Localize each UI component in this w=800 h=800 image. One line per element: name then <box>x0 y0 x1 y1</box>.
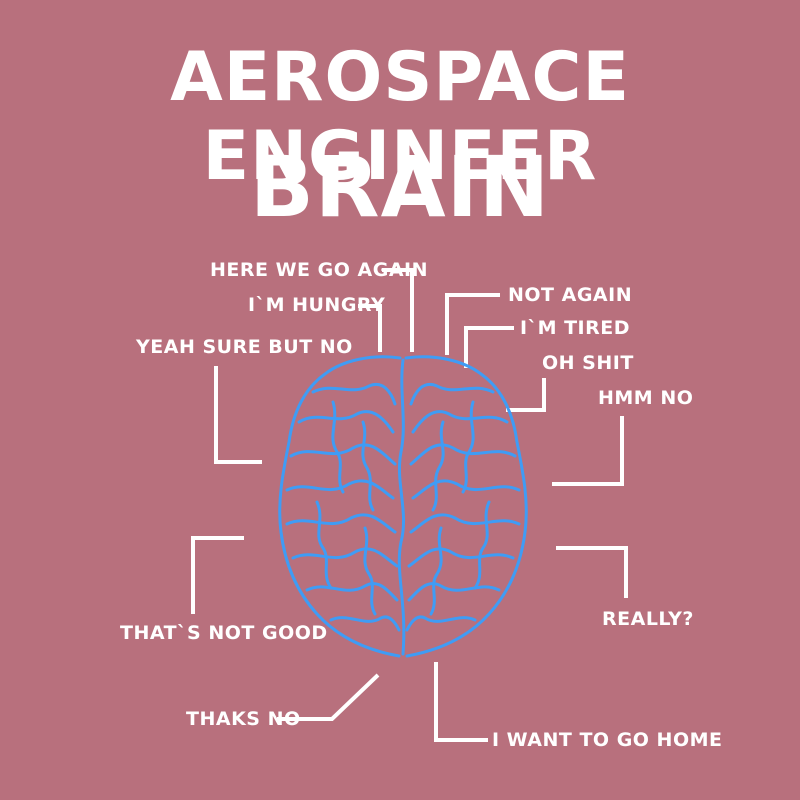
connector-im-hungry <box>358 304 382 352</box>
label-really: REALLY? <box>602 608 694 630</box>
label-im-tired: I`M TIRED <box>520 317 631 339</box>
connector-really <box>556 546 628 598</box>
brain-icon <box>278 355 528 658</box>
connector-go-home <box>434 662 488 742</box>
label-thats-not-good: THAT`S NOT GOOD <box>120 622 328 644</box>
connector-thats-not-good <box>191 536 244 614</box>
title-line-1: AEROSPACE ENGINEER <box>170 38 630 196</box>
connector-hmm-no <box>552 416 624 486</box>
label-i-want-to-go-home: I WANT TO GO HOME <box>492 729 723 751</box>
connector-thaks-no <box>277 673 380 721</box>
connector-im-tired <box>464 326 514 368</box>
connector-oh-shit <box>506 378 546 412</box>
connector-yeah-sure <box>214 366 262 464</box>
label-thaks-no: THAKS NO <box>186 708 301 730</box>
label-here-we-go-again: HERE WE GO AGAIN <box>210 259 428 281</box>
label-im-hungry: I`M HUNGRY <box>248 294 386 316</box>
label-hmm-no: HMM NO <box>598 387 694 409</box>
connector-not-again <box>445 293 500 355</box>
title-line-2: BRAIN <box>249 138 551 236</box>
label-yeah-sure-but-no: YEAH SURE BUT NO <box>136 336 353 358</box>
label-oh-shit: OH SHIT <box>542 352 634 374</box>
label-not-again: NOT AGAIN <box>508 284 633 306</box>
connector-here-we-go-again <box>382 268 414 352</box>
